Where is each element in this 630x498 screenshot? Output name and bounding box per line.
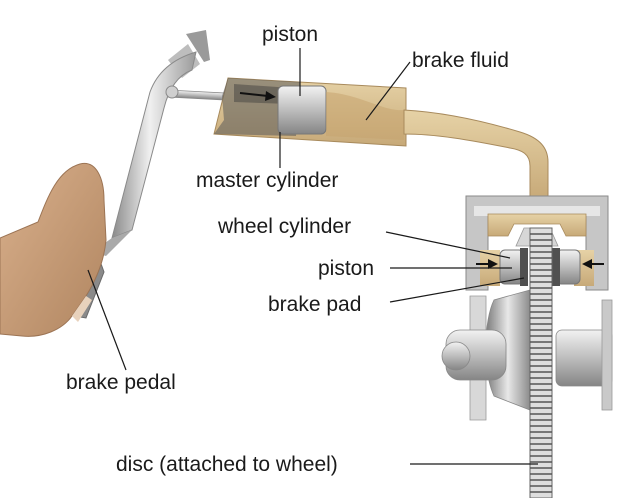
brake-disc [529,227,553,498]
leader-lines [87,48,538,465]
arrow-master-piston [239,91,276,101]
brake-fluid-line [403,109,549,201]
arrow-wheel-right [582,259,604,269]
shoe [0,162,107,337]
arrow-wheel-left [476,259,498,269]
brake-pad-left [520,248,528,286]
master-cylinder [213,77,407,147]
leader-brake-fluid [365,61,411,121]
leader-brake-pad [389,277,525,303]
label-wheel-cylinder: wheel cylinder [218,215,352,238]
brake-pad-right [552,248,560,286]
leader-brake-pedal [87,269,127,371]
label-brake-pedal: brake pedal [66,371,176,394]
wheel-hub [441,289,613,421]
label-disc: disc (attached to wheel) [116,453,338,476]
label-brake-pad: brake pad [268,293,362,316]
label-piston-top: piston [262,23,319,46]
label-master-cylinder: master cylinder [196,169,339,192]
leader-wheel-cylinder [385,231,511,259]
label-brake-fluid: brake fluid [412,49,509,72]
shoe-sole [72,296,92,322]
pedal-pivot [165,85,179,99]
brake-pedal-arm [92,30,210,256]
label-piston-wheel: piston [318,257,375,280]
master-piston [277,85,327,135]
